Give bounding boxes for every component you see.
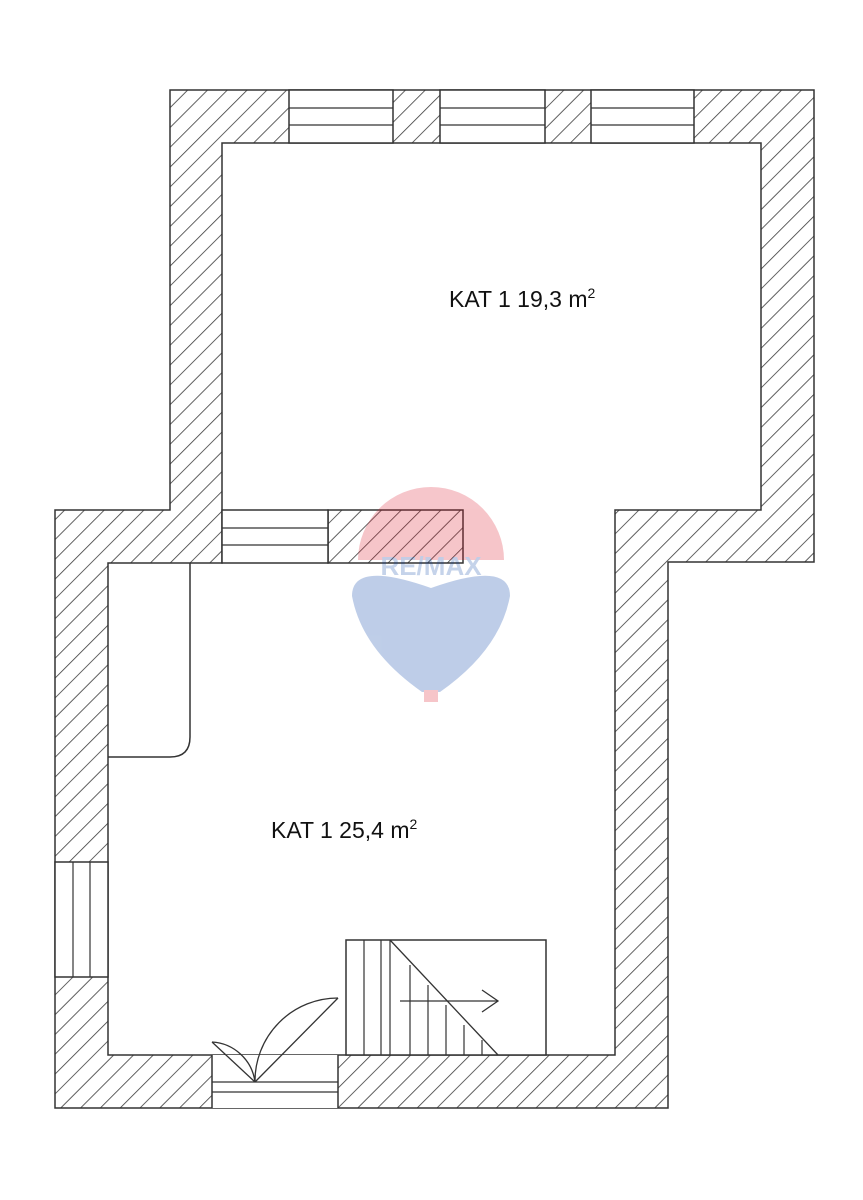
window-top-left bbox=[288, 89, 394, 144]
arrow-head-icon bbox=[481, 989, 500, 1013]
window-top-right bbox=[590, 89, 695, 144]
hot-air-balloon-icon bbox=[352, 487, 510, 702]
staircase bbox=[345, 939, 547, 1056]
exterior-walls bbox=[54, 89, 815, 1109]
watermark-text: RE/MAX bbox=[380, 551, 482, 581]
interior-passage bbox=[221, 509, 329, 564]
window-left bbox=[54, 861, 109, 978]
built-in-cabinet bbox=[108, 563, 191, 758]
entry-door bbox=[211, 997, 339, 1108]
room-label-upper: KAT 1 19,3 m2 bbox=[449, 285, 596, 312]
window-top-middle bbox=[439, 89, 546, 144]
room-label-lower: KAT 1 25,4 m2 bbox=[271, 816, 418, 843]
remax-watermark: RE/MAX bbox=[352, 487, 510, 702]
